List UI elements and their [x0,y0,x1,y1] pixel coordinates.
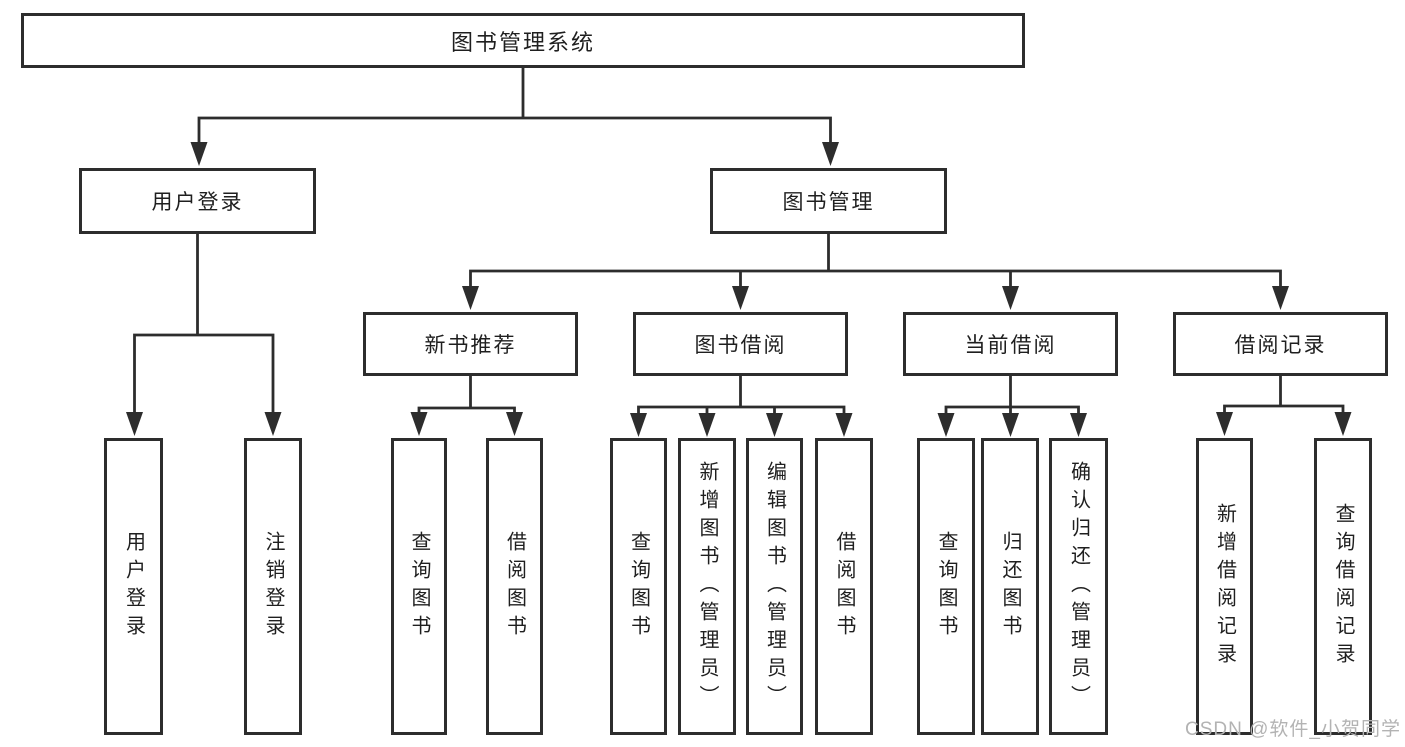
arrowheads [126,142,1352,437]
leaf-add-books-admin: 新增图书（管理员） [678,438,736,735]
node-borrow-records: 借阅记录 [1173,312,1388,376]
node-borrow-records-label: 借阅记录 [1234,334,1327,357]
leaf-query-books-recommend-label: 查询图书 [408,530,430,643]
arrow-icon [126,412,143,436]
csdn-watermark: CSDN @软件_小贺同学 [1185,719,1401,740]
leaf-edit-books-admin: 编辑图书（管理员） [746,438,803,735]
leaf-query-books-current: 查询图书 [917,438,975,735]
split-root [197,116,832,152]
leaf-query-books-current-label: 查询图书 [935,530,957,643]
split-borrow [637,405,846,423]
leaf-query-borrow-record-label: 查询借阅记录 [1332,502,1354,671]
arrow-icon [937,413,955,437]
arrow-icon [410,412,428,436]
leaf-query-books-borrow: 查询图书 [610,438,667,735]
leaf-confirm-return-admin: 确认归还（管理员） [1049,438,1108,735]
root-node-label: 图书管理系统 [450,29,595,55]
arrow-icon [1272,286,1289,310]
leaf-return-books-label: 归还图书 [999,530,1021,643]
leaf-add-borrow-record-label: 新增借阅记录 [1213,502,1236,671]
arrow-icon [506,412,523,436]
leaf-confirm-return-admin-label: 确认归还（管理员） [1067,460,1090,713]
node-current-borrow-label: 当前借阅 [964,334,1057,357]
node-user-login-label: 用户登录 [151,191,244,214]
leaf-borrow-books-recommend: 借阅图书 [486,438,543,735]
leaf-borrow-books: 借阅图书 [815,438,873,735]
split-records [1223,404,1345,422]
leaf-query-books-borrow-label: 查询图书 [627,530,650,643]
leaf-logout-label: 注销登录 [262,530,284,643]
node-book-borrow-label: 图书借阅 [694,334,787,357]
arrow-icon [1070,413,1087,437]
leaf-borrow-books-label: 借阅图书 [833,530,855,643]
arrow-icon [732,286,749,310]
node-current-borrow: 当前借阅 [903,312,1118,376]
leaf-add-books-admin-label: 新增图书（管理员） [696,460,718,713]
arrow-icon [822,142,839,166]
leaf-edit-books-admin-label: 编辑图书（管理员） [763,460,786,713]
arrow-icon [1002,286,1019,310]
split-new-book [417,406,516,422]
arrow-icon [835,413,853,437]
root-node: 图书管理系统 [21,13,1025,68]
arrow-icon [190,142,208,166]
leaf-borrow-books-recommend-label: 借阅图书 [503,530,526,643]
leaf-return-books: 归还图书 [981,438,1039,735]
leaf-user-login: 用户登录 [104,438,163,735]
node-book-borrow: 图书借阅 [633,312,848,376]
leaf-logout: 注销登录 [244,438,302,735]
arrow-icon [1216,412,1233,436]
leaf-user-login-label: 用户登录 [122,530,145,643]
node-new-book-recommend-label: 新书推荐 [424,334,517,357]
node-book-management-label: 图书管理 [782,191,875,214]
arrow-icon [698,413,716,437]
leaf-query-borrow-record: 查询借阅记录 [1314,438,1372,735]
arrow-icon [630,413,647,437]
split-book-management [469,269,1282,296]
arrow-icon [766,413,783,437]
split-user-login [133,333,275,422]
arrow-icon [1002,413,1019,437]
leaf-add-borrow-record: 新增借阅记录 [1196,438,1253,735]
arrow-icon [264,412,282,436]
node-user-login: 用户登录 [79,168,316,234]
arrow-icon [1334,412,1352,436]
arrow-icon [462,286,479,310]
leaf-query-books-recommend: 查询图书 [391,438,447,735]
node-new-book-recommend: 新书推荐 [363,312,578,376]
node-book-management: 图书管理 [710,168,947,234]
